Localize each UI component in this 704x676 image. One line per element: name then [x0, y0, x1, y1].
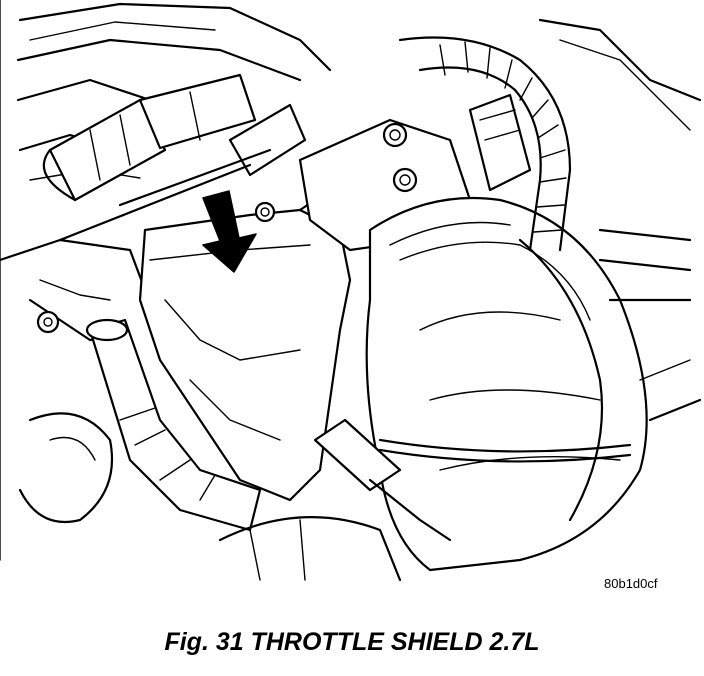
- bolt-shield: [254, 201, 276, 223]
- lower-sensor: [313, 418, 632, 542]
- bolt-upper: [382, 122, 408, 148]
- engine-line-drawing: [0, 0, 702, 582]
- wiring-harness: [398, 36, 572, 252]
- upper-left-hose: [42, 73, 307, 242]
- image-code: 80b1d0cf: [604, 576, 658, 591]
- lower-hose: [85, 318, 262, 532]
- air-intake-tube: [365, 196, 648, 572]
- figure-caption: Fig. 31 THROTTLE SHIELD 2.7L: [164, 628, 540, 656]
- bolt-lower: [392, 167, 418, 193]
- bolt-manifold: [36, 310, 60, 334]
- lower-engine-components: [18, 18, 702, 582]
- indicator-arrow: [202, 190, 257, 273]
- electrical-connector: [468, 93, 532, 192]
